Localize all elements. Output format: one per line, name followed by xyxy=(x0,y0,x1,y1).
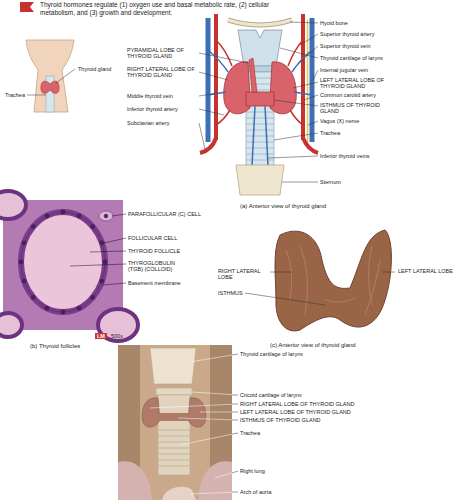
structure-label: THYROID FOLLICLE xyxy=(128,248,216,254)
structure-label: Common carotid artery xyxy=(320,92,440,98)
structure-label: ISTHMUS OF THYROID GLAND xyxy=(240,417,430,423)
panel-caption: (b) Thyroid follicles xyxy=(30,343,120,350)
structure-label: Thyroid cartilage of larynx xyxy=(320,55,440,61)
structure-label: Inferior thyroid artery xyxy=(127,106,199,112)
structure-label: RIGHT LATERAL LOBE xyxy=(218,268,268,281)
structure-label: Inferior thyroid veins xyxy=(320,153,440,159)
structure-label: Sternum xyxy=(320,179,440,185)
structure-label: Superior thyroid artery xyxy=(320,31,440,37)
structure-label: FOLLICULAR CELL xyxy=(128,235,216,241)
structure-label: Trachea xyxy=(240,430,430,436)
structure-label: Subclavian artery xyxy=(127,120,199,126)
structure-label: Arch of aorta xyxy=(240,489,430,495)
leader-lines xyxy=(199,22,318,182)
follicle-micrograph xyxy=(0,191,138,341)
structure-label: RIGHT LATERAL LOBE OF THYROID GLAND xyxy=(127,66,199,79)
structure-label: ISTHMUS xyxy=(218,290,258,296)
panel-caption: (a) Anterior view of thyroid gland xyxy=(240,203,440,210)
structure-label: Vagus (X) nerve xyxy=(320,118,440,124)
structure-label: Thyroid gland xyxy=(78,66,118,72)
dissection-photo xyxy=(118,345,238,500)
structure-label: THYROGLOBULIN (TGB) (COLLOID) xyxy=(128,260,190,273)
structure-label: Trachea xyxy=(320,130,440,136)
structure-label: PYRAMIDAL LOBE OF THYROID GLAND xyxy=(127,47,199,60)
structure-label: Trachea xyxy=(5,92,27,98)
thyroid-anterior-illustration xyxy=(199,14,318,195)
magnification-value: 500x xyxy=(111,333,123,339)
structure-label: Cricoid cartilage of larynx xyxy=(240,392,430,398)
structure-label: LEFT LATERAL LOBE OF THYROID GLAND xyxy=(320,77,410,90)
structure-label: RIGHT LATERAL LOBE OF THYROID GLAND xyxy=(240,401,430,407)
structure-label: LEFT LATERAL LOBE xyxy=(398,268,453,274)
structure-label: Basement membrane xyxy=(128,280,216,286)
neck-inset xyxy=(26,40,75,112)
structure-label: ISTHMUS OF THYROID GLAND xyxy=(320,102,400,115)
structure-label: Superior thyroid vein xyxy=(320,43,440,49)
thyroid-specimen xyxy=(245,230,395,331)
structure-label: Thyroid cartilage of larynx xyxy=(240,351,430,357)
structure-label: PARAFOLLICULAR (C) CELL xyxy=(128,211,216,217)
structure-label: Middle thyroid vein xyxy=(127,93,199,99)
structure-label: Right lung xyxy=(240,468,430,474)
structure-label: Internal jugular vein xyxy=(320,67,440,73)
structure-label: LEFT LATERAL LOBE OF THYROID GLAND xyxy=(240,409,430,415)
magnification-badge: LM xyxy=(95,333,107,339)
intro-text: Thyroid hormones regulate (1) oxygen use… xyxy=(40,1,270,17)
structure-label: Hyoid bone xyxy=(320,20,440,26)
panel-caption: (c) Anterior view of thyroid gland xyxy=(270,342,455,349)
section-icon xyxy=(20,2,34,12)
